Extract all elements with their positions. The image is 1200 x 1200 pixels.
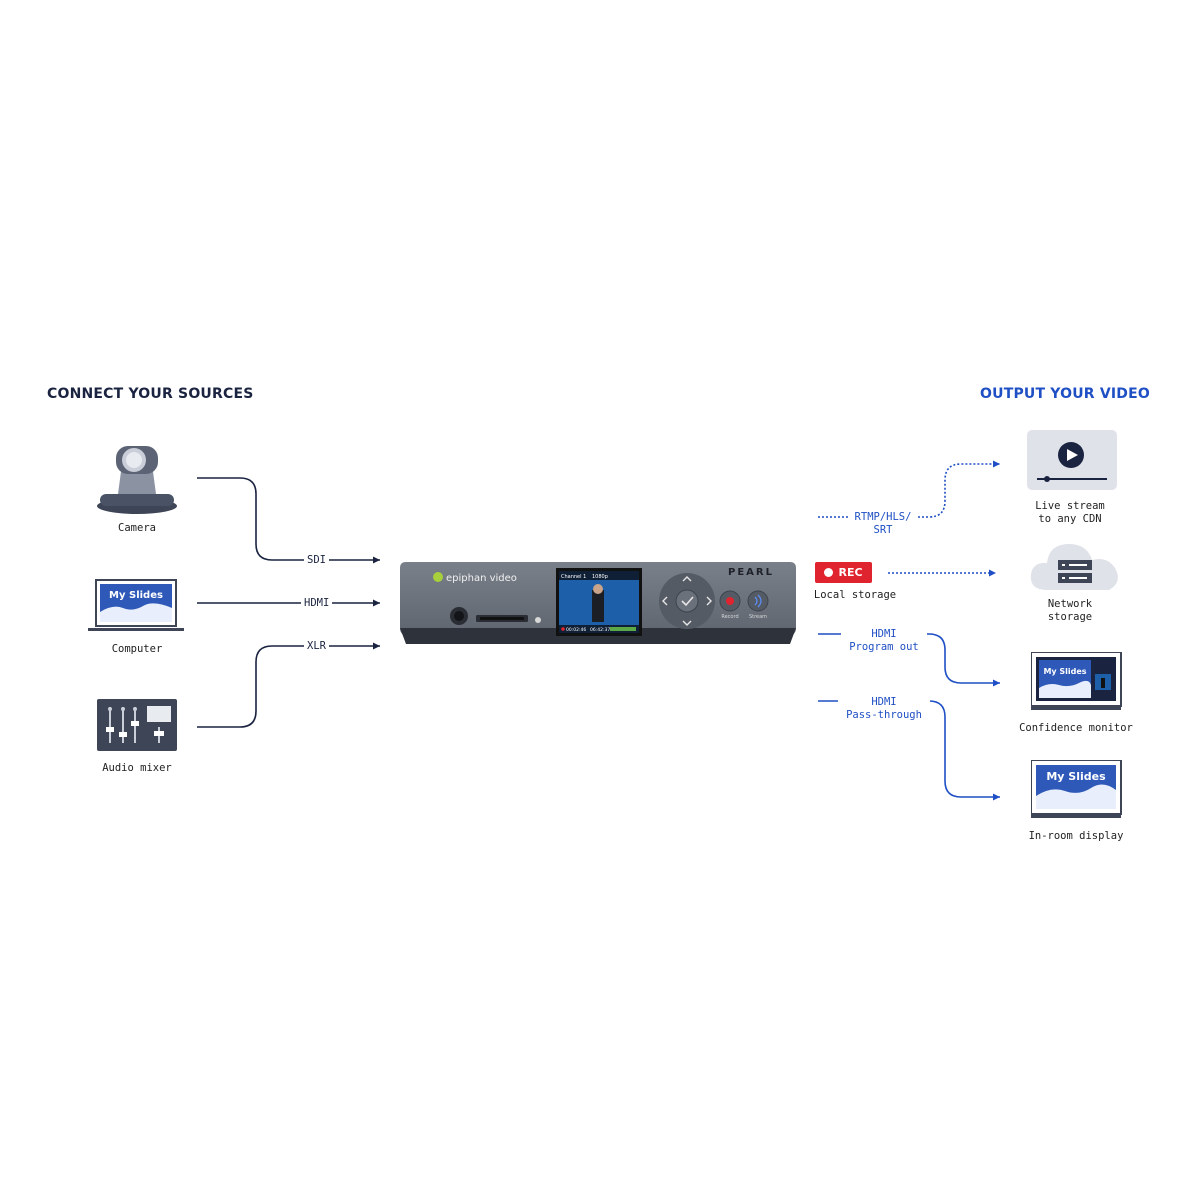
- screen-channel: Channel 1: [561, 574, 586, 580]
- input-label-sdi: SDI: [304, 554, 329, 567]
- local-storage-label: Local storage: [813, 589, 897, 601]
- rec-badge: REC: [815, 562, 872, 583]
- pearl-encoder-device: epiphan video PEARL Channel 1 1080p 00:0…: [400, 562, 796, 644]
- source-label-camera: Camera: [118, 522, 156, 534]
- output-label-rtmp: RTMP/HLS/ SRT: [848, 511, 918, 537]
- output-label-program-out: HDMI Program out: [841, 628, 927, 654]
- screen-rec-time: 00:02:46: [566, 627, 586, 633]
- monitor-icon: My Slides: [1031, 652, 1122, 710]
- cloud-server-icon: [1030, 544, 1118, 590]
- ptz-camera-icon: [97, 446, 177, 514]
- pass-through-line: [818, 700, 1000, 801]
- source-label-audio-mixer: Audio mixer: [102, 762, 172, 774]
- device-brand: epiphan video: [446, 573, 517, 584]
- display-slides-text: My Slides: [1046, 770, 1106, 783]
- laptop-slides-text: My Slides: [109, 590, 163, 601]
- output-label-live-stream: Live stream to any CDN: [1035, 500, 1105, 525]
- stream-line: [818, 460, 1000, 518]
- laptop-icon: My Slides: [88, 579, 184, 631]
- monitor-slides-text: My Slides: [1043, 667, 1086, 676]
- audio-mixer-icon: [97, 699, 177, 751]
- input-label-xlr: XLR: [304, 640, 329, 653]
- sdi-line: [197, 477, 380, 564]
- output-label-in-room-display: In-room display: [1028, 830, 1124, 842]
- output-label-network-storage: Network storage: [1047, 598, 1093, 623]
- output-video-heading: OUTPUT YOUR VIDEO: [980, 386, 1150, 402]
- connect-sources-heading: CONNECT YOUR SOURCES: [47, 386, 254, 402]
- program-out-line: [818, 633, 1000, 687]
- xlr-line: [197, 642, 380, 728]
- screen-stream-time: 06:42:37: [590, 627, 610, 633]
- output-label-confidence-monitor: Confidence monitor: [1019, 722, 1133, 734]
- device-record-label: Record: [721, 614, 738, 620]
- input-label-hdmi: HDMI: [301, 597, 333, 610]
- output-label-pass-through: HDMI Pass-through: [838, 696, 930, 722]
- device-model: PEARL: [728, 567, 774, 578]
- device-stream-label: Stream: [749, 614, 767, 620]
- rec-badge-text: REC: [838, 566, 863, 579]
- screen-resolution: 1080p: [592, 574, 608, 580]
- display-icon: My Slides: [1031, 760, 1122, 818]
- source-label-computer: Computer: [111, 643, 163, 655]
- video-player-icon: [1027, 430, 1117, 490]
- record-dot-icon: [824, 568, 834, 577]
